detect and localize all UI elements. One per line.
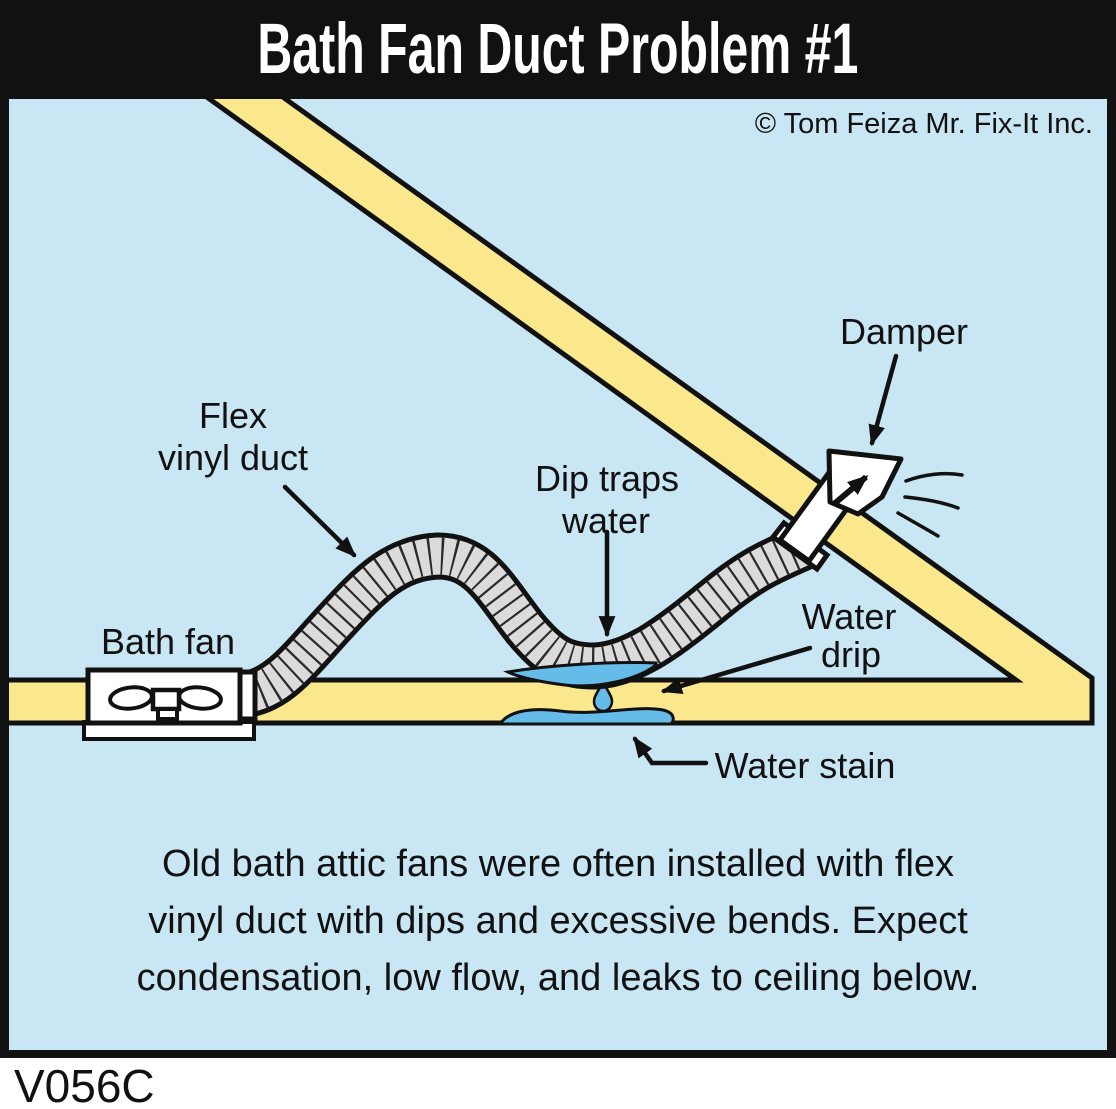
damper-flap-arrow <box>832 474 869 507</box>
caption-line1: Old bath attic fans were often installed… <box>162 843 954 885</box>
water-stain-arrow <box>632 736 709 766</box>
water-drip-label-line2: drip <box>821 634 881 675</box>
page-title: Bath Fan Duct Problem #1 <box>257 10 859 89</box>
trapped-water-puddle <box>503 660 658 688</box>
caption-line2: vinyl duct with dips and excessive bends… <box>148 900 968 942</box>
copyright-text: © Tom Feiza Mr. Fix-It Inc. <box>755 108 1093 140</box>
figure-code: V056C <box>14 1060 155 1109</box>
damper-arrow <box>868 353 899 447</box>
flex-duct-label-line1: Flex <box>199 395 267 436</box>
damper-assembly <box>769 448 964 573</box>
dip-label-line1: Dip traps <box>535 458 679 499</box>
water-drip-label-line1: Water <box>802 596 897 637</box>
water-stain-label: Water stain <box>715 745 896 786</box>
bath-fan-label: Bath fan <box>101 621 235 662</box>
damper-label: Damper <box>840 311 968 352</box>
water-stain-shape <box>497 707 675 726</box>
fan-hub-mount <box>156 707 179 721</box>
caption-line3: condensation, low flow, and leaks to cei… <box>137 957 980 999</box>
water-drop-shape <box>592 679 614 713</box>
dip-label-line2: water <box>561 500 650 541</box>
callout-arrows <box>282 353 899 766</box>
flex-duct-label-line2: vinyl duct <box>158 437 308 478</box>
title-bar: Bath Fan Duct Problem #1 <box>0 0 1116 99</box>
bath-fan-unit <box>82 667 258 741</box>
water-drip-arrow <box>660 645 813 695</box>
flex-duct-arrow <box>282 484 357 558</box>
airflow-lines-icon <box>896 471 964 538</box>
fan-hub <box>150 687 182 712</box>
